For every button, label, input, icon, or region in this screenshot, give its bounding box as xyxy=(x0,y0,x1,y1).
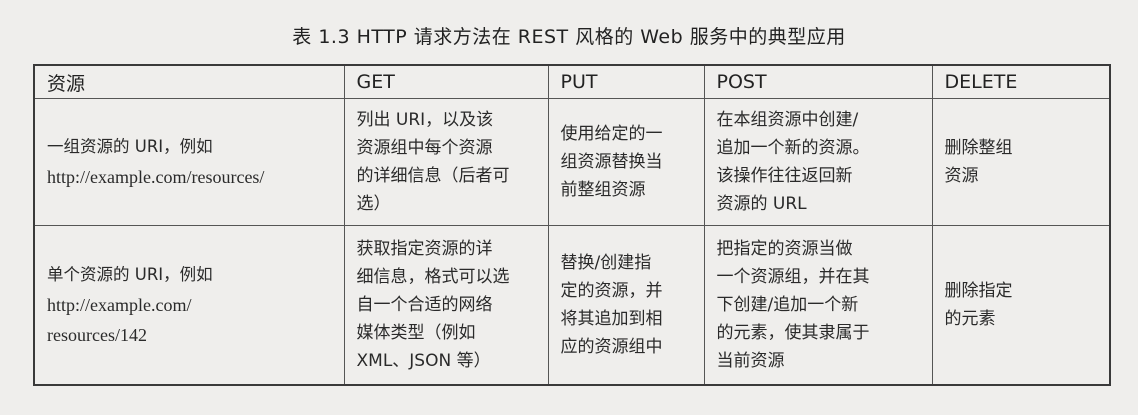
resource-uri-path: resources/142 xyxy=(47,325,147,345)
table-row: 单个资源的 URI，例如 http://example.com/ resourc… xyxy=(33,225,1111,386)
cell-put: 替换/创建指 定的资源，并 将其追加到相 应的资源组中 xyxy=(547,225,705,386)
header-delete: DELETE xyxy=(931,64,1111,99)
header-get: GET xyxy=(343,64,549,99)
header-row: 资源 GET PUT POST DELETE xyxy=(33,64,1111,99)
resource-uri: http://example.com/ xyxy=(47,295,192,315)
cell-put: 使用给定的一 组资源替换当 前整组资源 xyxy=(547,98,705,226)
resource-label: 单个资源的 URI，例如 xyxy=(47,265,213,284)
header-post: POST xyxy=(703,64,933,99)
resource-label: 一组资源的 URI，例如 xyxy=(47,137,213,156)
header-put: PUT xyxy=(547,64,705,99)
cell-resource: 一组资源的 URI，例如 http://example.com/resource… xyxy=(33,98,345,226)
http-methods-table: 资源 GET PUT POST DELETE 一组资源的 URI，例如 http… xyxy=(33,64,1111,386)
table-row: 一组资源的 URI，例如 http://example.com/resource… xyxy=(33,98,1111,226)
table-caption: 表 1.3 HTTP 请求方法在 REST 风格的 Web 服务中的典型应用 xyxy=(292,26,846,48)
cell-get: 获取指定资源的详 细信息，格式可以选 自一个合适的网络 媒体类型（例如 XML、… xyxy=(343,225,549,386)
header-resource: 资源 xyxy=(33,64,345,99)
cell-get: 列出 URI，以及该 资源组中每个资源 的详细信息（后者可 选） xyxy=(343,98,549,226)
cell-post: 在本组资源中创建/ 追加一个新的资源。 该操作往往返回新 资源的 URL xyxy=(703,98,933,226)
cell-delete: 删除整组 资源 xyxy=(931,98,1111,226)
cell-post: 把指定的资源当做 一个资源组，并在其 下创建/追加一个新 的元素，使其隶属于 当… xyxy=(703,225,933,386)
cell-resource: 单个资源的 URI，例如 http://example.com/ resourc… xyxy=(33,225,345,386)
cell-delete: 删除指定 的元素 xyxy=(931,225,1111,386)
resource-uri: http://example.com/resources/ xyxy=(47,167,265,187)
